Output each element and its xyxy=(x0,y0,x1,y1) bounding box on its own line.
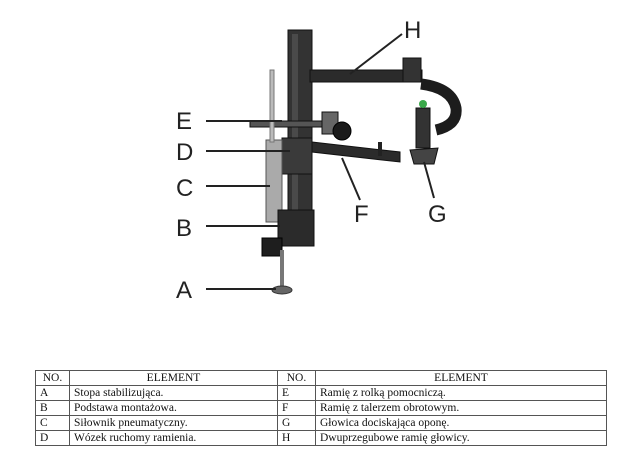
row-no-right: G xyxy=(277,415,316,431)
callout-lines xyxy=(206,33,435,290)
table-row: C Siłownik pneumatyczny. G Głowica docis… xyxy=(35,415,607,431)
header-no-2: NO. xyxy=(277,370,316,386)
pneumatic-cylinder-c xyxy=(265,69,283,223)
callout-c: C xyxy=(176,175,193,202)
row-element-left: Siłownik pneumatyczny. xyxy=(69,415,278,431)
callout-b: B xyxy=(176,215,192,242)
row-element-right: Głowica dociskająca oponę. xyxy=(315,415,607,431)
legend-header-row: NO. ELEMENT NO. ELEMENT xyxy=(35,370,607,386)
row-element-right: Ramię z rolką pomocniczą. xyxy=(315,385,607,401)
row-element-left: Stopa stabilizująca. xyxy=(69,385,278,401)
callout-e: E xyxy=(176,108,192,135)
callout-a: A xyxy=(176,277,192,304)
table-row: D Wózek ruchomy ramienia. H Dwuprzegubow… xyxy=(35,430,607,446)
header-element-1: ELEMENT xyxy=(69,370,278,386)
mounting-base-b xyxy=(261,209,315,257)
table-row: B Podstawa montażowa. F Ramię z talerzem… xyxy=(35,400,607,416)
arm-carriage-d xyxy=(281,137,313,175)
header-no-1: NO. xyxy=(35,370,70,386)
callout-d: D xyxy=(176,139,193,166)
machine-diagram: E D C B A H F G xyxy=(176,17,462,304)
legend-table: NO. ELEMENT NO. ELEMENT A Stopa stabiliz… xyxy=(35,370,607,446)
main-column xyxy=(287,29,313,236)
header-element-2: ELEMENT xyxy=(315,370,607,386)
row-no-left: A xyxy=(35,385,70,401)
callout-g: G xyxy=(428,201,447,228)
row-element-right: Ramię z talerzem obrotowym. xyxy=(315,400,607,416)
row-no-left: D xyxy=(35,430,70,446)
stabilizing-foot-a xyxy=(271,250,293,295)
pressing-head-g xyxy=(409,147,439,165)
row-no-right: E xyxy=(277,385,316,401)
roller-arm-e xyxy=(249,111,352,141)
callout-h: H xyxy=(404,17,421,44)
table-row: A Stopa stabilizująca. E Ramię z rolką p… xyxy=(35,385,607,401)
row-no-right: H xyxy=(277,430,316,446)
turntable-arm-f xyxy=(311,141,401,163)
row-no-right: F xyxy=(277,400,316,416)
row-no-left: B xyxy=(35,400,70,416)
row-element-left: Wózek ruchomy ramienia. xyxy=(69,430,278,446)
callout-f: F xyxy=(354,201,369,228)
row-no-left: C xyxy=(35,415,70,431)
head-arm-h xyxy=(309,57,462,149)
row-element-right: Dwuprzegubowe ramię głowicy. xyxy=(315,430,607,446)
row-element-left: Podstawa montażowa. xyxy=(69,400,278,416)
